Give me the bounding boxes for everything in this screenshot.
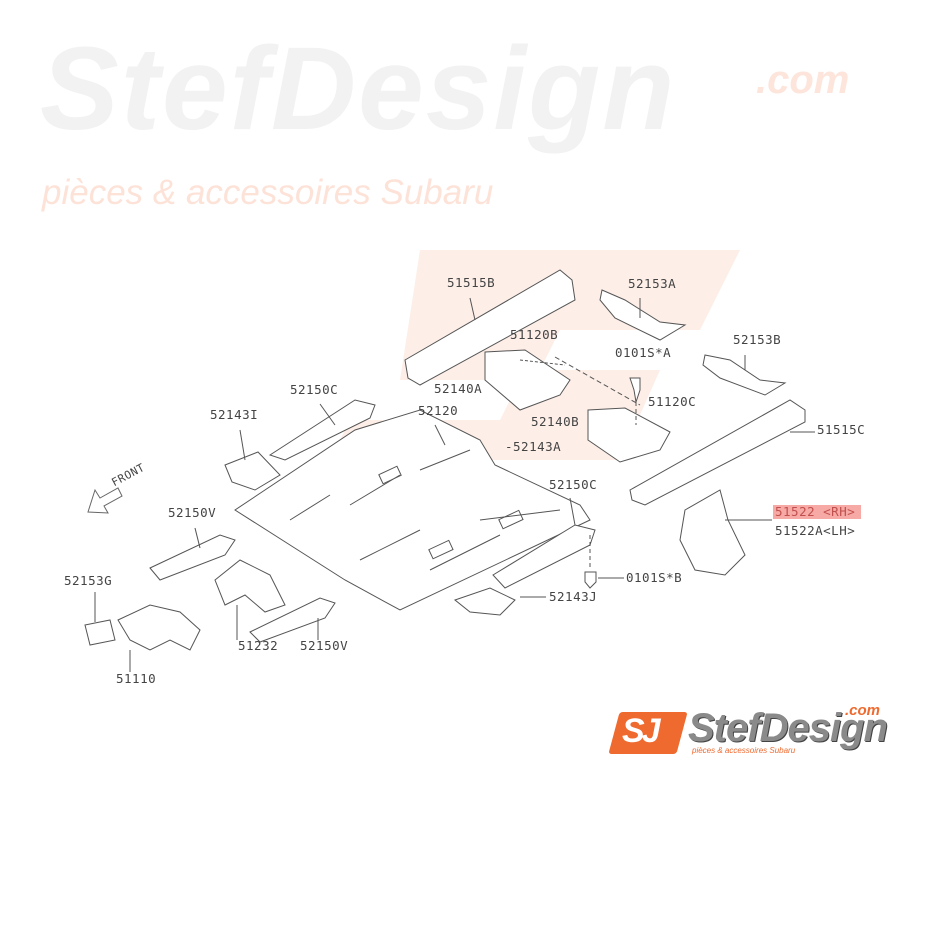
label-52150C-b: 52150C: [549, 477, 598, 492]
part-52143J: [453, 587, 516, 616]
part-52150C-b: [492, 524, 596, 589]
label-51120C: 51120C: [648, 394, 697, 409]
front-arrow-icon: [87, 487, 123, 514]
logo-mark: SJ: [622, 712, 661, 750]
logo-tagline: pièces & accessoires Subaru: [692, 746, 796, 755]
label-0101S-A: 0101S*A: [615, 345, 672, 360]
part-52120-floor: [234, 409, 591, 611]
label-52140B: 52140B: [531, 414, 580, 429]
label-52143J: 52143J: [549, 589, 598, 604]
part-52150V-b: [249, 597, 336, 643]
part-52150V-a: [149, 534, 236, 581]
part-51232: [214, 559, 286, 613]
label-52153G: 52153G: [64, 573, 113, 588]
logo-name: StefDesign: [688, 706, 888, 750]
bolt-0101S-B: [584, 571, 597, 589]
label-51522-rh-highlighted: 51522 <RH>: [773, 505, 862, 519]
part-52153G: [84, 619, 116, 646]
label-51522A-lh: 51522A<LH>: [775, 523, 856, 538]
label-51110: 51110: [116, 671, 157, 686]
label-52150V-b: 52150V: [300, 638, 349, 653]
label-52153A: 52153A: [628, 276, 677, 291]
label-52150V-a: 52150V: [168, 505, 217, 520]
part-52150C-a: [268, 399, 376, 461]
part-52140B: [587, 407, 671, 463]
label-51232: 51232: [238, 638, 279, 653]
label-52150C-a: 52150C: [290, 382, 339, 397]
watermark-tagline: pièces & accessoires Subaru: [42, 173, 494, 212]
label-52143I: 52143I: [210, 407, 259, 422]
label-52120: 52120: [418, 403, 459, 418]
label-51120B: 51120B: [510, 327, 559, 342]
label-52143A: -52143A: [505, 439, 562, 454]
bolt-0101S-A: [629, 377, 641, 403]
label-51515C: 51515C: [817, 422, 866, 437]
label-0101S-B: 0101S*B: [626, 570, 683, 585]
part-51515B: [404, 269, 576, 386]
watermark-domain: .com: [756, 58, 850, 102]
part-51110: [117, 604, 201, 651]
part-52153A: [599, 289, 687, 341]
part-52153B: [702, 354, 787, 396]
part-52140A: [484, 349, 571, 411]
part-51522: [679, 489, 746, 576]
part-51515C: [629, 399, 806, 506]
logo-domain: .com: [845, 702, 881, 719]
label-51515B: 51515B: [447, 275, 496, 290]
part-52143I: [224, 451, 281, 491]
label-52140A: 52140A: [434, 381, 483, 396]
label-52153B: 52153B: [733, 332, 782, 347]
watermark-brand: StefDesign: [40, 23, 677, 155]
